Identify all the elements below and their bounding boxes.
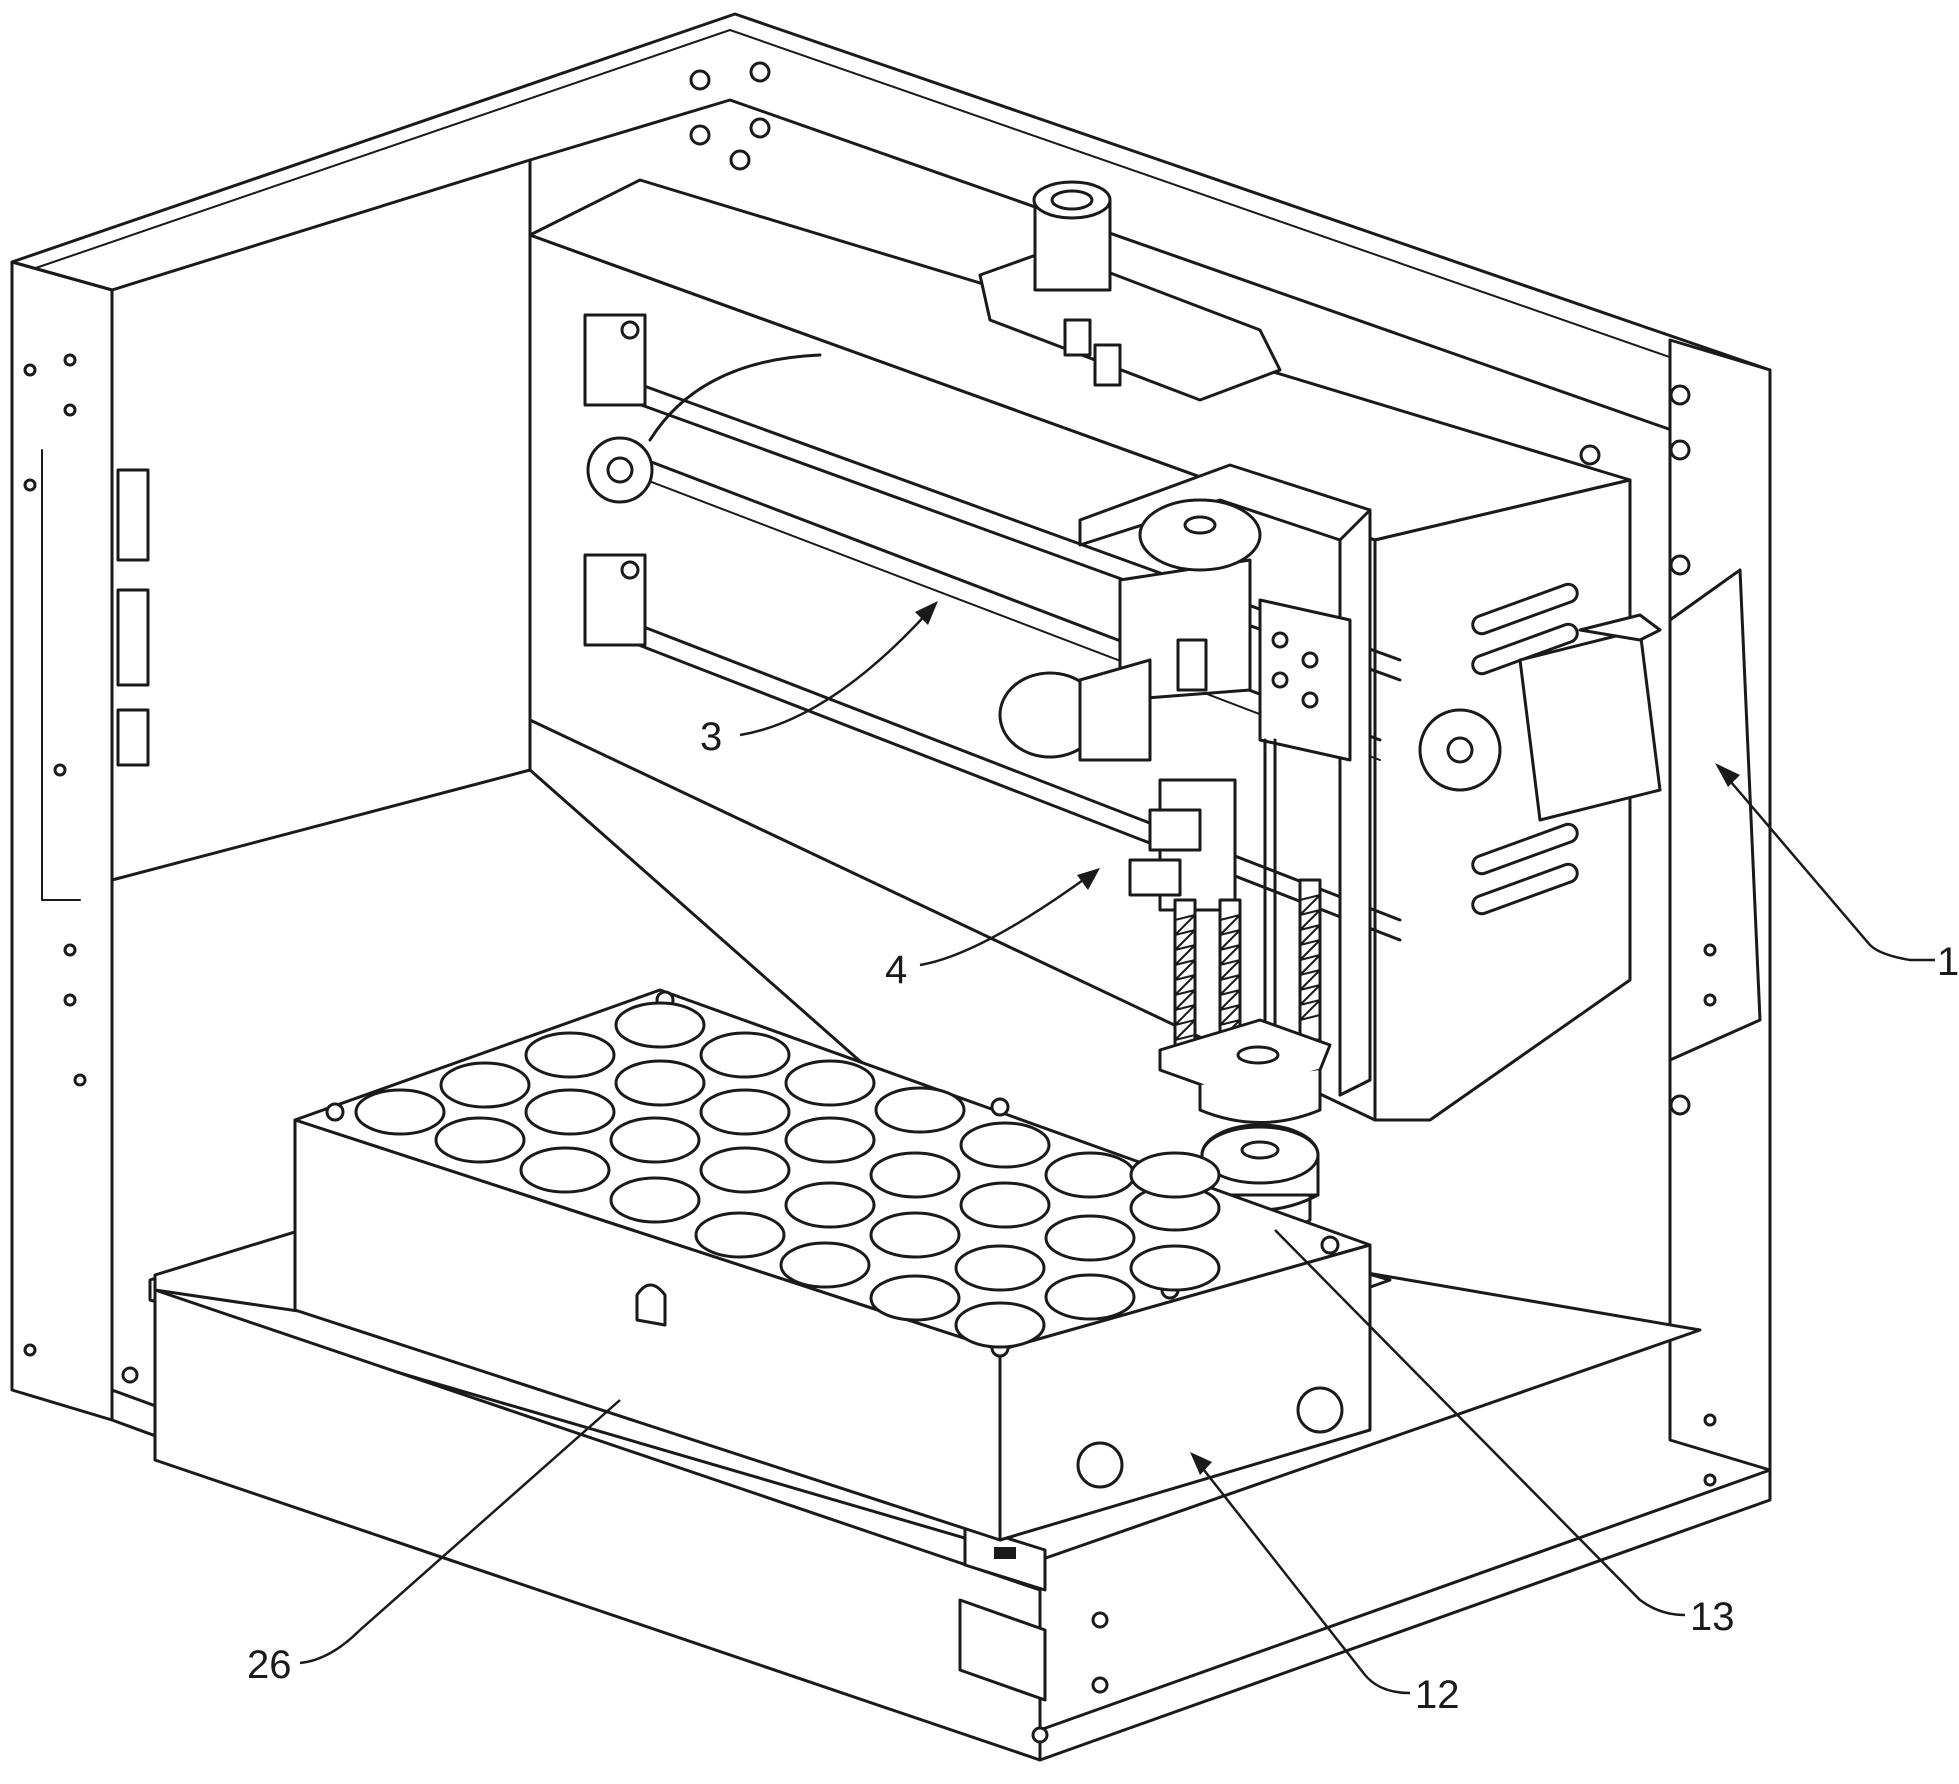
tray-latch [635,1283,667,1327]
sample-holes [354,1001,1221,1349]
left-vent-slot [116,708,150,767]
left-vent-slot [116,468,150,562]
leader-12 [1199,1464,1411,1695]
callout-label-3: 3 [700,715,722,759]
springs [1173,878,1322,1062]
side-vent-slots [1471,582,1579,916]
sampling-head-assembly [998,463,1372,1124]
arrowhead-4 [1077,868,1100,890]
top-tube-connector [1093,343,1122,387]
callout-label-4: 4 [885,948,907,992]
callout-label-1: 1 [1937,940,1959,984]
arrowhead-3 [915,601,938,625]
z-column [1338,508,1372,1097]
frame-screws [23,61,1717,1487]
callout-label-26: 26 [247,1643,292,1687]
leader-1 [1724,774,1935,962]
left-vent-slot [116,588,150,687]
frame-left-post [10,260,114,1422]
x-axis-motor [1518,628,1662,822]
leader-4 [919,873,1091,967]
leader-3 [739,609,931,737]
drawer-front-panel [153,1288,1042,1762]
frame-right-bracket [1668,568,1762,1062]
leader-13 [1274,1229,1686,1617]
callout-label-13: 13 [1690,1595,1735,1639]
callout-labels: 1 3 4 12 13 26 [247,715,1959,1717]
arrowhead-1 [1715,763,1740,787]
callout-leaders [299,601,1935,1695]
arrowhead-12 [1190,1452,1212,1475]
cable [648,353,822,442]
leader-26 [299,1399,621,1665]
head-foot-cap [1198,1070,1322,1124]
callout-label-12: 12 [1415,1673,1460,1717]
sensor-board [1148,808,1202,852]
rinse-port [1200,1123,1320,1234]
sample-tray [293,988,1372,1542]
